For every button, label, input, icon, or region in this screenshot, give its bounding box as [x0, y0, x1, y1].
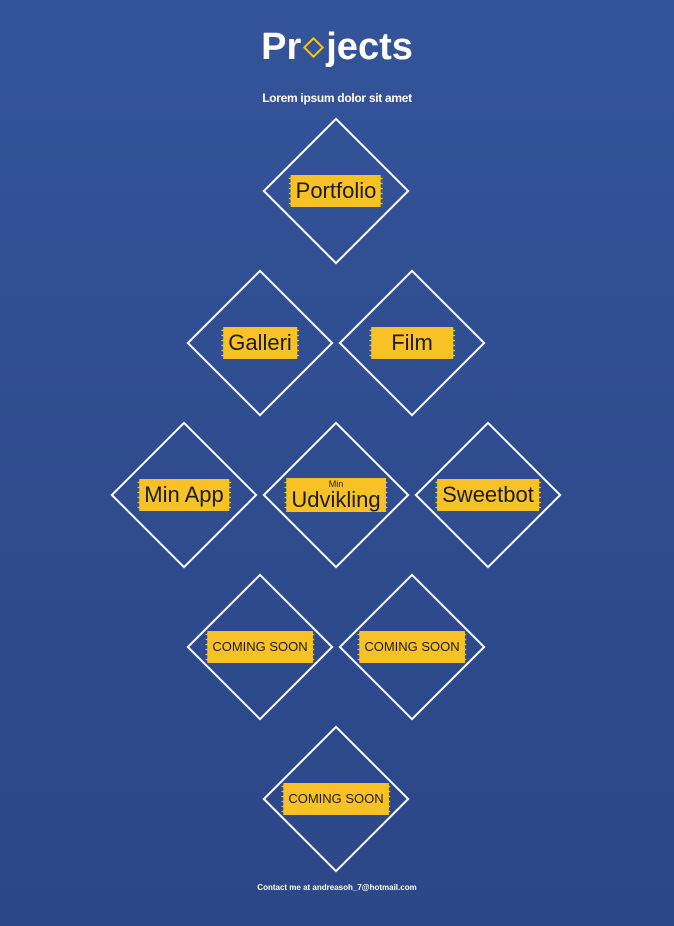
project-label: Coming soon — [212, 639, 308, 654]
project-label: Coming soon — [288, 791, 384, 806]
project-label: Film — [391, 330, 433, 355]
ticket-label[interactable]: Film — [369, 327, 455, 359]
ticket-label[interactable]: Min App — [137, 479, 231, 511]
ticket-label[interactable]: Coming soon — [281, 783, 391, 815]
project-tile-film[interactable]: Film — [338, 269, 486, 417]
project-label: Coming soon — [364, 639, 460, 654]
page-subtitle: Lorem ipsum dolor sit amet — [262, 91, 412, 105]
project-tile-coming-soon-1[interactable]: Coming soon — [186, 573, 334, 721]
project-tile-portfolio[interactable]: Portfolio — [262, 117, 410, 265]
ticket-label[interactable]: Min Udvikling — [284, 478, 388, 512]
project-label: Udvikling — [291, 486, 381, 512]
ticket-label[interactable]: Coming soon — [205, 631, 315, 663]
ticket-label[interactable]: Galleri — [221, 327, 299, 359]
project-tile-min-udvikling[interactable]: Min Udvikling — [262, 421, 410, 569]
project-tile-coming-soon-2[interactable]: Coming soon — [338, 573, 486, 721]
ticket-label[interactable]: Portfolio — [288, 175, 384, 207]
project-label: Sweetbot — [442, 482, 534, 507]
ticket-label[interactable]: Coming soon — [357, 631, 467, 663]
project-tile-coming-soon-3[interactable]: Coming soon — [262, 725, 410, 873]
project-tile-min-app[interactable]: Min App — [110, 421, 258, 569]
project-label: Galleri — [228, 330, 292, 355]
project-tile-sweetbot[interactable]: Sweetbot — [414, 421, 562, 569]
project-label: Portfolio — [295, 178, 377, 203]
project-label: Min App — [144, 482, 224, 507]
contact-footer: Contact me at andreasoh_7@hotmail.com — [257, 883, 417, 892]
project-label-small: Min — [328, 478, 344, 489]
title-prefix: Pr — [261, 26, 302, 68]
project-tile-galleri[interactable]: Galleri — [186, 269, 334, 417]
ticket-label[interactable]: Sweetbot — [435, 479, 541, 511]
title-suffix: jects — [326, 26, 413, 68]
diamond-o-icon — [303, 36, 325, 59]
